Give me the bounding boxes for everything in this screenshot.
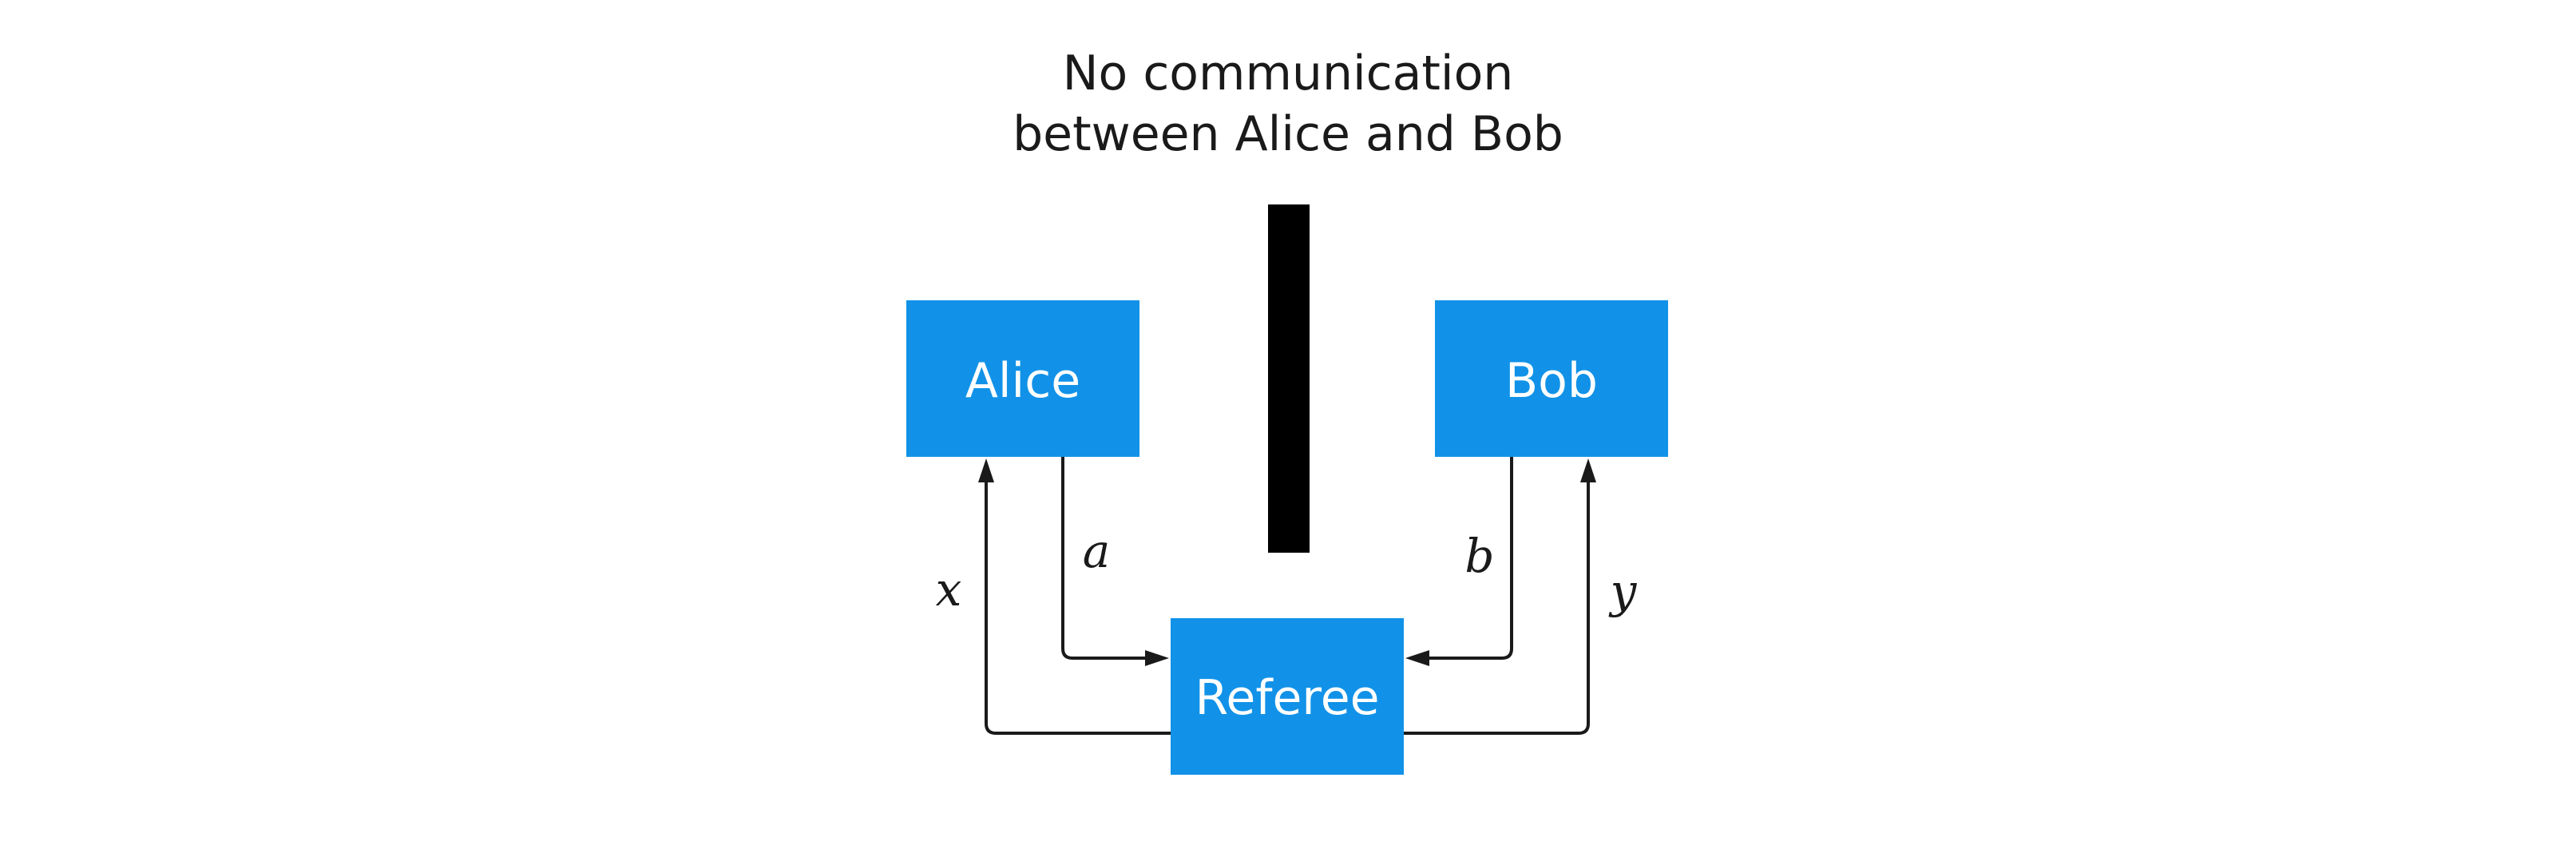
arrow-x-line xyxy=(985,476,1171,735)
edge-label-y: y xyxy=(1608,564,1638,618)
arrow-a xyxy=(1061,457,1169,666)
alice-box xyxy=(906,300,1139,457)
alice-node: Alice xyxy=(906,300,1139,457)
arrow-b xyxy=(1405,457,1513,666)
bob-node: Bob xyxy=(1435,300,1668,457)
arrow-y-head xyxy=(1580,458,1596,482)
arrow-b-line xyxy=(1425,457,1513,660)
arrow-y-line xyxy=(1404,476,1590,735)
referee-label: Referee xyxy=(1195,670,1379,726)
referee-node: Referee xyxy=(1171,618,1404,775)
referee-box xyxy=(1171,618,1404,775)
edge-label-b: b xyxy=(1464,529,1494,583)
arrow-b-head xyxy=(1405,650,1429,666)
edge-label-x: x xyxy=(936,562,962,617)
no-communication-barrier xyxy=(1268,204,1310,553)
arrow-a-line xyxy=(1061,457,1150,660)
alice-label: Alice xyxy=(965,353,1080,409)
arrow-x-head xyxy=(978,458,994,482)
bob-label: Bob xyxy=(1505,353,1598,409)
caption-line-1: No communication xyxy=(1063,46,1514,101)
arrow-x xyxy=(978,458,1171,735)
arrow-a-head xyxy=(1145,650,1169,666)
arrow-y xyxy=(1404,458,1596,735)
edge-label-a: a xyxy=(1083,524,1111,578)
caption-line-2: between Alice and Bob xyxy=(1013,106,1563,162)
bob-box xyxy=(1435,300,1668,457)
